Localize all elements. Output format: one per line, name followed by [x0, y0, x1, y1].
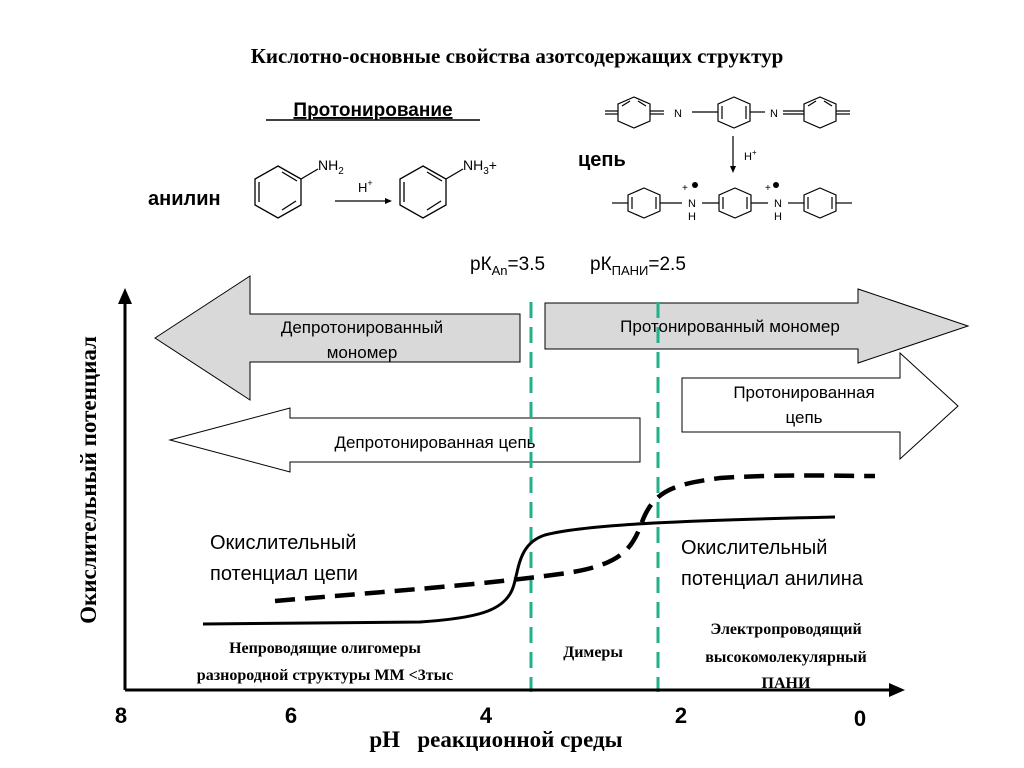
region-left-label-2: разнородной структуры ММ <3тыс — [197, 667, 453, 684]
chain-base-structure — [605, 96, 850, 129]
protonation-heading: Протонирование — [293, 100, 452, 121]
aniline-curve-label-1: Окислительный — [681, 537, 827, 559]
chain-protonated-structure — [612, 187, 852, 219]
pk-aniline: рКAn=3.5 — [470, 254, 545, 278]
protonated-monomer-arrow — [544, 288, 970, 364]
chain-curve-label-2: потенциал цепи — [210, 563, 358, 585]
region-right-label-3: ПАНИ — [762, 675, 811, 692]
y-axis-arrow-head — [118, 288, 132, 304]
page-title: Кислотно-основные свойства азотсодержащи… — [251, 44, 784, 68]
chain-reagent-h-plus: H+ — [744, 148, 757, 163]
nh2-group: NH2 — [318, 157, 344, 177]
deprotonated-monomer-label-1: Депротонированный — [281, 318, 443, 337]
radical-dot-1 — [692, 182, 698, 188]
aniline-structure — [254, 165, 319, 219]
chain-plus-1: + — [682, 183, 688, 194]
chain-curve-label-1: Окислительный — [210, 532, 356, 554]
protonated-chain-arrow — [681, 351, 959, 461]
x-tick-6: 6 — [285, 703, 297, 728]
chain-n-atom-4: N — [774, 198, 782, 210]
chain-label: цепь — [578, 149, 626, 171]
protonated-chain-label-1: Протонированная — [733, 383, 874, 402]
aniline-curve-label-2: потенциал анилина — [681, 568, 864, 590]
chain-n-atom-3: N — [688, 198, 696, 210]
aniline-potential-curve — [202, 515, 836, 626]
chain-plus-2: + — [765, 183, 771, 194]
x-tick-8: 8 — [115, 703, 127, 728]
deprotonated-monomer-label-2: мономер — [327, 343, 398, 362]
region-right-label-2: высокомолекулярный — [705, 649, 867, 666]
reagent-h-plus: H+ — [358, 178, 373, 195]
protonated-monomer-label: Протонированный мономер — [620, 317, 840, 336]
chain-potential-curve — [274, 473, 876, 604]
deprotonated-chain-arrow — [168, 407, 641, 473]
region-right-label-1: Электропроводящий — [710, 621, 861, 638]
x-tick-4: 4 — [480, 703, 493, 728]
chain-n-atom-2: N — [770, 108, 778, 120]
deprotonated-chain-label: Депротонированная цепь — [334, 433, 535, 452]
deprotonated-monomer-arrow — [154, 275, 521, 401]
x-tick-0: 0 — [854, 706, 866, 731]
chain-protonation-arrow-head — [730, 166, 736, 173]
radical-dot-2 — [773, 182, 779, 188]
anilinium-structure — [399, 165, 464, 219]
region-middle-label: Димеры — [563, 644, 623, 661]
pk-pani: рКПАНИ=2.5 — [590, 254, 686, 278]
aniline-label: анилин — [148, 188, 221, 210]
reaction-arrow-head — [385, 198, 392, 204]
chain-n-atom-1: N — [674, 108, 682, 120]
chain-h-atom-2: H — [774, 211, 782, 223]
chain-h-atom-1: H — [688, 211, 696, 223]
protonated-chain-label-2: цепь — [785, 408, 822, 427]
region-left-label-1: Непроводящие олигомеры — [229, 640, 421, 657]
y-axis-label: Окислительный потенциал — [76, 336, 101, 624]
nh3-group: NH3+ — [463, 157, 497, 177]
x-tick-2: 2 — [675, 703, 687, 728]
x-axis-arrow-head — [889, 683, 905, 697]
x-axis-label: рН реакционной среды — [369, 727, 622, 752]
